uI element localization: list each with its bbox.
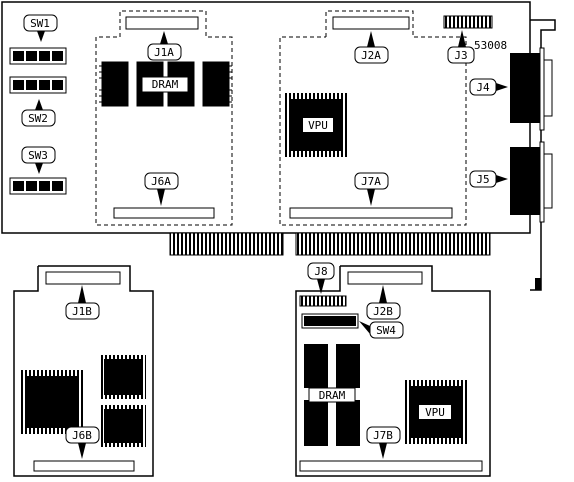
svg-text:SW4: SW4	[376, 324, 396, 337]
svg-text:J8: J8	[314, 265, 327, 278]
svg-text:J6A: J6A	[151, 175, 171, 188]
daughterboard-right	[295, 265, 491, 477]
callout-j2a: J2A	[354, 31, 389, 64]
callout-j2b: J2B	[366, 285, 401, 320]
callout-j6a: J6A	[144, 172, 179, 206]
dram-label-sub: DRAM	[319, 389, 346, 402]
sw1-switch	[9, 47, 67, 65]
callout-sw1: SW1	[23, 14, 58, 42]
callout-sw3: SW3	[21, 146, 56, 174]
callout-j7a: J7A	[354, 172, 389, 206]
part-number: 53008	[474, 39, 507, 52]
j5-connector	[510, 141, 553, 223]
svg-text:J1A: J1A	[154, 46, 174, 59]
daughterboard-outline-right	[279, 10, 467, 226]
dram-label-main: DRAM	[152, 78, 179, 91]
svg-text:SW1: SW1	[30, 17, 50, 30]
svg-text:J2A: J2A	[361, 49, 381, 62]
svg-text:J4: J4	[476, 81, 490, 94]
svg-text:J5: J5	[476, 173, 489, 186]
callout-j8: J8	[307, 262, 335, 294]
svg-text:J6B: J6B	[72, 429, 92, 442]
callout-sw4: SW4	[359, 321, 404, 339]
vpu-label-sub: VPU	[425, 406, 445, 419]
daughterboard-outline-left	[95, 10, 233, 226]
vpu-chip-main	[284, 93, 348, 157]
edge-connector-right	[295, 232, 491, 256]
svg-text:J3: J3	[454, 49, 467, 62]
svg-text:J1B: J1B	[72, 305, 92, 318]
callout-sw2: SW2	[21, 99, 56, 127]
vpu-label-main: VPU	[308, 119, 328, 132]
svg-text:J2B: J2B	[373, 305, 393, 318]
callout-j7b: J7B	[366, 426, 401, 459]
callout-j6b: J6B	[65, 426, 100, 459]
callout-j5: J5	[469, 170, 508, 188]
callout-j3: J3	[447, 30, 475, 64]
j4-connector	[510, 47, 553, 131]
j3-header	[443, 15, 493, 29]
edge-connector-left	[169, 232, 284, 256]
daughterboard-left	[13, 265, 154, 477]
callout-j1b: J1B	[65, 285, 100, 320]
svg-text:J7A: J7A	[361, 175, 381, 188]
callout-j4: J4	[469, 78, 508, 96]
callout-j1a: J1A	[147, 31, 182, 61]
main-board: 53008	[1, 1, 556, 291]
sw2-switch	[9, 76, 67, 94]
svg-text:SW2: SW2	[28, 112, 48, 125]
mounting-bracket	[530, 19, 556, 291]
dram-chips-main	[99, 61, 232, 107]
svg-text:SW3: SW3	[28, 149, 48, 162]
svg-text:J7B: J7B	[373, 429, 393, 442]
sw3-switch	[9, 177, 67, 195]
